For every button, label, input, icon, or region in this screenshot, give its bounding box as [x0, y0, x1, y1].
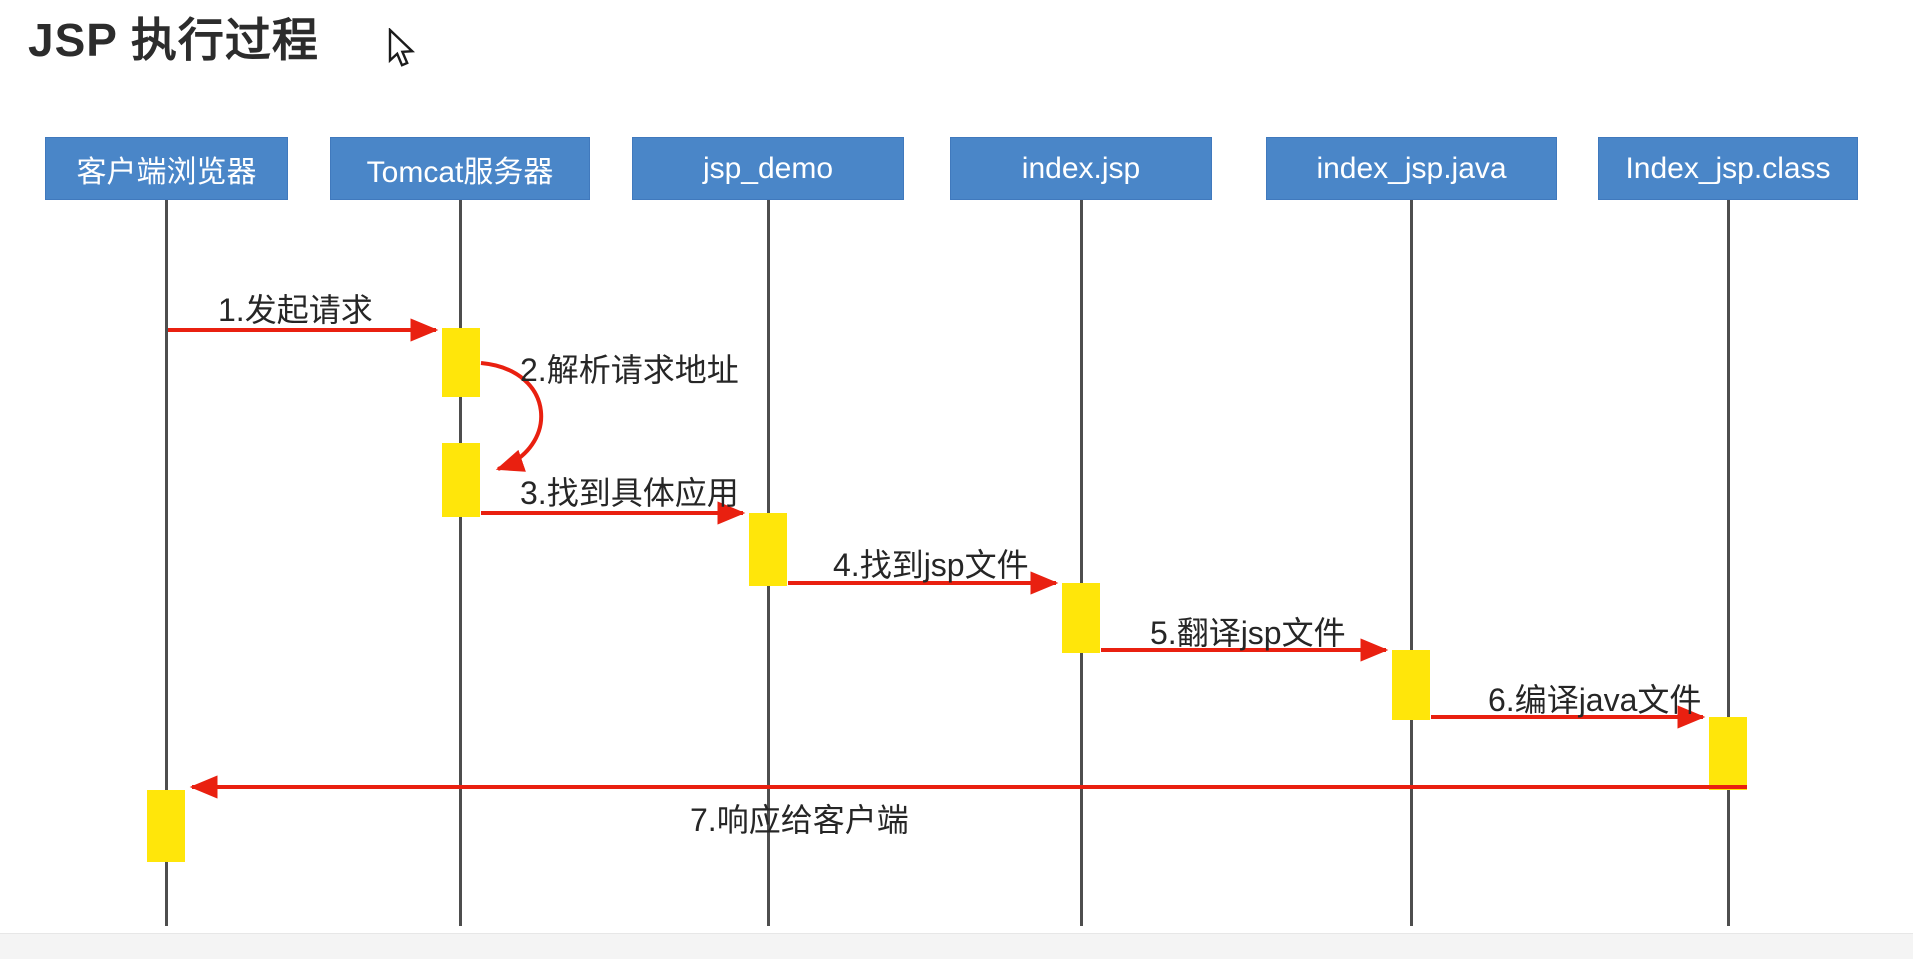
message-label-4: 4.找到jsp文件 — [833, 547, 1029, 583]
message-label-6: 6.编译java文件 — [1488, 682, 1702, 718]
actor-box-tomcat-server: Tomcat服务器 — [330, 137, 590, 200]
actor-label: 客户端浏览器 — [76, 155, 257, 189]
activation-bar-index-jsp — [1062, 583, 1100, 653]
actor-label: Tomcat服务器 — [366, 155, 554, 189]
activation-bar-client-browser — [147, 790, 185, 862]
activation-bar-tomcat-1 — [442, 328, 480, 397]
message-label-7: 7.响应给客户端 — [690, 802, 909, 838]
lifeline-client-browser — [165, 200, 168, 926]
lifeline-index-jsp-java — [1410, 200, 1413, 926]
actor-label: jsp_demo — [702, 151, 834, 185]
lifeline-index-jsp — [1080, 200, 1083, 926]
bottom-strip — [0, 933, 1913, 959]
message-label-1: 1.发起请求 — [218, 292, 373, 328]
page-title: JSP 执行过程 — [28, 14, 319, 66]
actor-label: index.jsp — [1021, 151, 1141, 185]
lifeline-tomcat-server — [459, 200, 462, 926]
mouse-cursor-icon — [388, 27, 418, 75]
actor-box-client-browser: 客户端浏览器 — [45, 137, 288, 200]
actor-box-jsp-demo: jsp_demo — [632, 137, 904, 200]
actor-box-index-jsp-java: index_jsp.java — [1266, 137, 1557, 200]
message-arrow-2-self-loop — [480, 361, 544, 472]
message-label-5: 5.翻译jsp文件 — [1150, 615, 1346, 651]
lifeline-index-jsp-class — [1727, 200, 1730, 926]
message-label-2: 2.解析请求地址 — [520, 352, 739, 388]
activation-bar-tomcat-2 — [442, 443, 480, 517]
activation-bar-index-jsp-class — [1709, 717, 1747, 790]
actor-box-index-jsp: index.jsp — [950, 137, 1212, 200]
activation-bar-jsp-demo — [749, 513, 787, 586]
activation-bar-index-jsp-java — [1392, 650, 1430, 720]
message-label-3: 3.找到具体应用 — [520, 475, 739, 511]
actor-label: index_jsp.java — [1316, 151, 1507, 185]
actor-label: Index_jsp.class — [1625, 151, 1831, 185]
actor-box-index-jsp-class: Index_jsp.class — [1598, 137, 1858, 200]
